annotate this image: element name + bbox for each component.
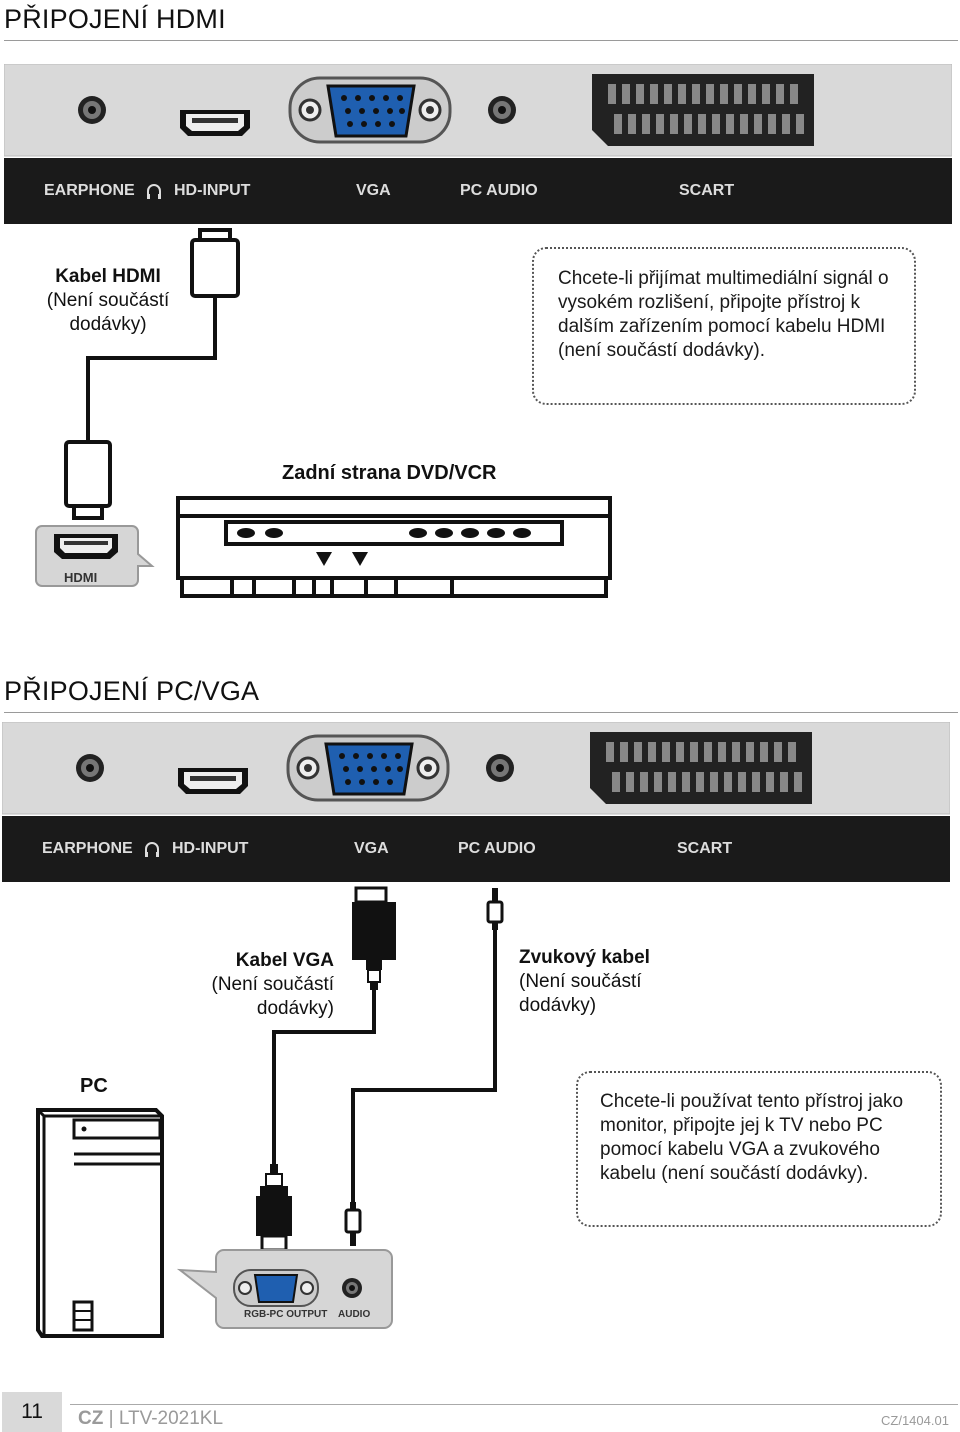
vga-port-icon — [286, 734, 450, 802]
audio-cable-label-title: Zvukový kabel — [519, 947, 650, 968]
audio-cable-label-line2: (Není součástí — [519, 971, 642, 992]
headphone-icon — [145, 842, 159, 855]
pc-port-panel — [176, 1249, 393, 1329]
panel-label-pc-audio: PC AUDIO — [458, 840, 536, 857]
footer-model: CZ | LTV-2021KL — [78, 1408, 223, 1430]
panel-label-earphone: EARPHONE — [42, 840, 133, 857]
pc-port-label-rgb: RGB-PC OUTPUT — [244, 1309, 328, 1320]
footer-model-name: LTV-2021KL — [118, 1408, 224, 1429]
audio-plug-icon — [486, 888, 504, 930]
hdmi-cable-diagram — [35, 228, 612, 598]
footer-lang: CZ — [78, 1408, 104, 1429]
panel-label-vga: VGA — [356, 182, 391, 199]
dvd-vcr-title: Zadní strana DVD/VCR — [282, 462, 497, 484]
panel-label-vga: VGA — [354, 840, 389, 857]
footer-rule — [70, 1404, 958, 1405]
vga-cable-label: Kabel VGA (Není součástí dodávky) — [186, 949, 335, 1021]
earphone-jack-icon — [76, 754, 104, 782]
audio-cable-label-line3: dodávky) — [519, 995, 597, 1016]
panel-label-scart: SCART — [679, 182, 735, 199]
vga-plug-icon — [256, 1164, 292, 1252]
panel-label-hd-input: HD-INPUT — [174, 182, 251, 199]
panel-label-pc-audio: PC AUDIO — [460, 182, 538, 199]
tv-connector-panel — [4, 64, 952, 224]
section-title-pc-vga: PŘIPOJENÍ PC/VGA — [4, 676, 260, 706]
vga-port-icon — [288, 76, 452, 144]
hdmi-port-icon — [178, 768, 248, 794]
panel-label-scart: SCART — [677, 840, 733, 857]
earphone-jack-icon — [78, 96, 106, 124]
vga-audio-cable-diagram — [176, 886, 504, 1329]
pc-note-text: Chcete-li používat tento přístroj jako m… — [600, 1091, 904, 1184]
vga-cable-label-title: Kabel VGA — [235, 950, 334, 971]
hdmi-note-text: Chcete-li přijímat multimediální signál … — [558, 268, 889, 361]
hdmi-cable-label: Kabel HDMI (Není součástí dodávky) — [30, 265, 186, 337]
title-rule — [4, 40, 958, 41]
page-number: 11 — [2, 1392, 62, 1432]
footer-separator: | — [108, 1408, 114, 1429]
title-rule — [4, 712, 958, 713]
pc-audio-jack-icon — [486, 754, 514, 782]
vga-cable-label-line2: (Není součástí — [211, 974, 335, 995]
hdmi-cable-label-line3: dodávky) — [69, 314, 147, 335]
pc-note-box: Chcete-li používat tento přístroj jako m… — [576, 1071, 942, 1227]
section-title-hdmi: PŘIPOJENÍ HDMI — [4, 4, 226, 34]
pc-tower-icon — [36, 1108, 164, 1338]
vga-cable-label-line3: dodávky) — [256, 998, 334, 1019]
pc-audio-jack-icon — [488, 96, 516, 124]
tv-connector-panel — [2, 722, 950, 882]
audio-plug-icon — [344, 1202, 362, 1246]
hdmi-cable-label-title: Kabel HDMI — [55, 266, 161, 287]
hdmi-note-box: Chcete-li přijímat multimediální signál … — [532, 247, 916, 405]
pc-label: PC — [80, 1075, 108, 1097]
footer-code: CZ/1404.01 — [881, 1413, 949, 1428]
panel-label-earphone: EARPHONE — [44, 182, 135, 199]
hdmi-cable-label-line2: (Není součástí — [46, 290, 170, 311]
vga-plug-icon — [352, 886, 396, 990]
hdmi-port-icon — [180, 110, 250, 136]
pc-port-label-audio: AUDIO — [338, 1309, 371, 1320]
scart-port-icon — [592, 74, 814, 146]
headphone-icon — [147, 184, 161, 197]
scart-port-icon — [590, 732, 812, 804]
audio-cable-label: Zvukový kabel (Není součástí dodávky) — [519, 946, 699, 1018]
hdmi-port-label: HDMI — [64, 570, 98, 585]
panel-label-hd-input: HD-INPUT — [172, 840, 249, 857]
